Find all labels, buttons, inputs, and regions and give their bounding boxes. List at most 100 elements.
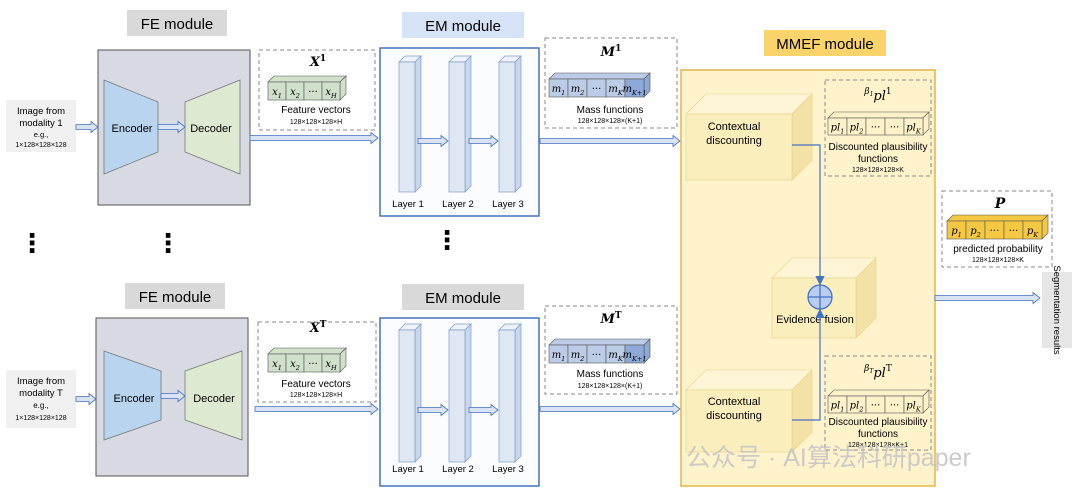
pl-caption-2: functions <box>858 154 898 165</box>
input-modality-1: Image from modality 1 e.g., 1×128×128×12… <box>6 100 76 152</box>
ctx-line2: discounting <box>706 135 762 147</box>
fusion-label: Evidence fusion <box>776 314 854 326</box>
prob-caption: predicted probability <box>953 244 1043 255</box>
layer-slab <box>398 61 416 193</box>
mass-cell-label: mK <box>608 84 623 97</box>
layer-slab-side <box>514 323 522 463</box>
feature-cell-label: ··· <box>308 359 318 370</box>
layer-slab <box>498 329 516 463</box>
layer-label: Layer 3 <box>492 464 524 475</box>
feature-caption: Feature vectors <box>281 379 350 390</box>
mass-cell <box>624 344 645 364</box>
mass-cell-label: ··· <box>592 84 602 95</box>
pl-cell <box>903 395 924 414</box>
ellipsis-input: ⋮ <box>19 228 45 258</box>
pl-cell-label: pl1 <box>831 123 845 136</box>
mass-symbol: M1 <box>600 44 622 60</box>
feature-cell-label: ··· <box>308 87 318 98</box>
prob-cell-label: ··· <box>990 226 1000 237</box>
decoder-block <box>184 350 243 441</box>
fe-module-label: FE module <box>141 16 214 33</box>
feature-cell <box>321 353 341 373</box>
mmef-module-header <box>764 30 886 56</box>
contextual-discounting-cube-1: Contextual discounting <box>685 93 813 181</box>
feature-tensor-frame <box>257 321 377 403</box>
layer-slab-side <box>414 55 422 193</box>
feature-cell-label: x1 <box>272 87 282 100</box>
input-modality-T: Image from modality T e.g., 1×128×128×12… <box>6 370 76 428</box>
output-box <box>1042 272 1072 348</box>
feature-caption: Feature vectors <box>281 105 350 116</box>
pl-cell-label: ··· <box>890 123 900 134</box>
arrow-layer2-to-layer3 <box>468 134 499 148</box>
prob-top <box>946 214 1049 222</box>
decoder-label: Decoder <box>193 393 235 405</box>
fusion-connector-top <box>792 144 825 286</box>
mass-tensor-frame <box>544 37 678 129</box>
mass-cell-label: m1 <box>552 84 566 97</box>
fe-module-header <box>125 283 225 309</box>
feature-symbol: XT <box>309 320 327 336</box>
prob-cell-label: pK <box>1027 226 1039 239</box>
feature-cell-label: x2 <box>290 359 300 372</box>
pl-caption-2: functions <box>858 429 898 440</box>
input-dims: 1×128×128×128 <box>15 142 66 149</box>
ctx-line2: discounting <box>706 410 762 422</box>
feature-top <box>267 75 347 83</box>
layer-label: Layer 2 <box>442 464 474 475</box>
arrow-em-to-mmef <box>539 134 681 148</box>
arrow-encoder-to-decoder <box>160 389 186 403</box>
input-title-line2: modality T <box>19 388 63 399</box>
arrow-input-to-fe <box>75 392 97 406</box>
mass-cell-label: mK+1 <box>623 84 647 97</box>
mass-cell-label: ··· <box>592 350 602 361</box>
prob-dims: 128×128×128×K <box>972 257 1024 264</box>
pl-cell-label: plK <box>906 123 922 136</box>
em-module-label: EM module <box>425 18 501 35</box>
pl-tensor-frame <box>824 355 932 451</box>
mass-cell-label: m1 <box>552 350 566 363</box>
feature-cell-label: x2 <box>290 87 300 100</box>
prob-cell-label: ··· <box>1009 226 1019 237</box>
mass-cell-label: m2 <box>571 350 585 363</box>
pl-cell-label: plK <box>906 401 922 414</box>
mass-cell-label: mK+1 <box>623 350 647 363</box>
arrow-layer2-to-layer3 <box>468 403 499 417</box>
ellipsis-em: ⋮ <box>434 225 460 255</box>
mass-cell-label: m2 <box>571 84 585 97</box>
arrow-fe-to-em <box>249 131 379 145</box>
mass-caption: Mass functions <box>577 369 644 380</box>
decoder-label: Decoder <box>190 123 232 135</box>
mass-dims: 128×128×128×(K+1) <box>578 383 643 390</box>
layer-slab <box>398 329 416 463</box>
feature-cell-label: x1 <box>272 359 282 372</box>
arrow-to-output <box>934 291 1041 305</box>
ctx-line1: Contextual <box>708 396 761 408</box>
layer-slab <box>448 61 466 193</box>
decoder-block <box>184 79 241 175</box>
pl-symbol: β1pl1 <box>863 87 891 104</box>
mass-cell <box>624 78 645 98</box>
encoder-block <box>103 350 162 441</box>
pl-dims: 128×128×128×K+1 <box>848 442 908 449</box>
em-module-header <box>402 284 524 310</box>
flow-arrows <box>75 120 1041 417</box>
pl-caption-1: Discounted plausibility <box>829 417 928 428</box>
pl-cell-label: ··· <box>871 401 881 412</box>
layer-label: Layer 1 <box>392 464 424 475</box>
prob-cell <box>1022 220 1043 240</box>
layer-slab <box>498 61 516 193</box>
feature-cell <box>321 81 341 101</box>
prob-cell-label: p2 <box>970 226 981 239</box>
input-eg: e.g., <box>34 130 49 139</box>
mass-caption: Mass functions <box>577 105 644 116</box>
evidence-fusion-cube: Evidence fusion <box>771 257 877 339</box>
encoder-label: Encoder <box>112 123 153 135</box>
contextual-discounting-cube-T: Contextual discounting <box>685 369 813 453</box>
